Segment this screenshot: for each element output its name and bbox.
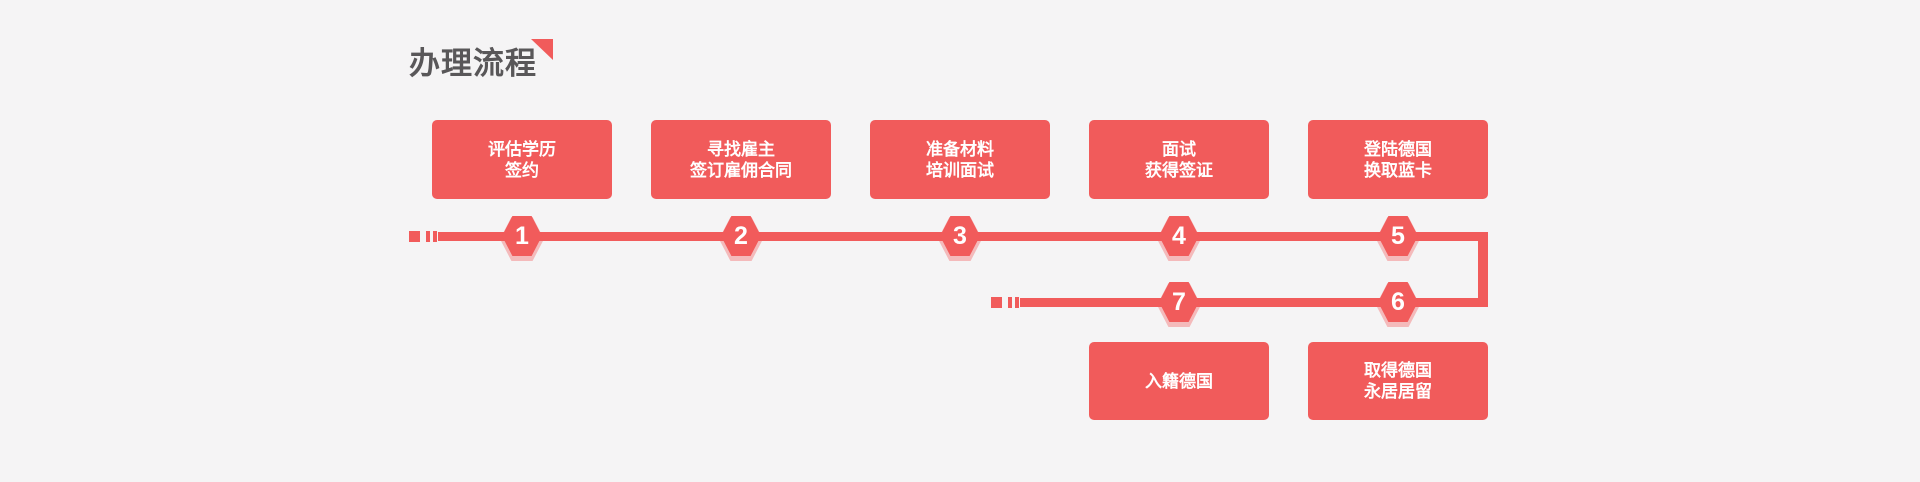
flow-node-3: 3 <box>938 215 982 261</box>
timeline-start-marker-square <box>409 231 420 242</box>
page-title: 办理流程 <box>409 46 537 81</box>
step-box-label-line1: 面试 <box>1162 139 1196 159</box>
step-box-label-line1: 寻找雇主 <box>707 139 775 159</box>
step-box-6: 取得德国 永居居留 <box>1308 342 1488 420</box>
flow-node-4: 4 <box>1157 215 1201 261</box>
step-box-3: 准备材料 培训面试 <box>870 120 1050 199</box>
timeline-start-marker-bar <box>426 231 430 242</box>
timeline-row2-line <box>1020 298 1488 307</box>
timeline-start-marker-bar <box>1008 297 1012 308</box>
step-box-label-line2: 培训面试 <box>926 160 994 180</box>
timeline-vertical-connector <box>1478 232 1488 307</box>
step-box-4: 面试 获得签证 <box>1089 120 1269 199</box>
flow-node-7: 7 <box>1157 281 1201 327</box>
step-box-1: 评估学历 签约 <box>432 120 612 199</box>
step-box-label-line2: 永居居留 <box>1364 382 1432 401</box>
step-box-2: 寻找雇主 签订雇佣合同 <box>651 120 831 199</box>
step-box-label-line1: 登陆德国 <box>1364 139 1432 159</box>
step-box-label-line1: 评估学历 <box>488 139 556 159</box>
step-box-label-line2: 签约 <box>505 160 539 180</box>
step-box-7: 入籍德国 <box>1089 342 1269 420</box>
step-box-5: 登陆德国 换取蓝卡 <box>1308 120 1488 199</box>
step-box-label-line2: 签订雇佣合同 <box>690 160 792 180</box>
step-box-label-line2: 获得签证 <box>1145 160 1213 180</box>
flow-node-6: 6 <box>1376 281 1420 327</box>
step-box-label-line1: 准备材料 <box>926 139 994 159</box>
step-box-label-line1: 取得德国 <box>1364 361 1432 380</box>
timeline-start-marker-bar <box>1015 297 1019 308</box>
flow-node-1: 1 <box>500 215 544 261</box>
flow-node-5: 5 <box>1376 215 1420 261</box>
timeline-start-marker-bar <box>433 231 437 242</box>
flow-node-2: 2 <box>719 215 763 261</box>
timeline-start-marker-square <box>991 297 1002 308</box>
step-box-label-line2: 换取蓝卡 <box>1364 160 1432 180</box>
step-box-label-line1: 入籍德国 <box>1145 371 1213 391</box>
